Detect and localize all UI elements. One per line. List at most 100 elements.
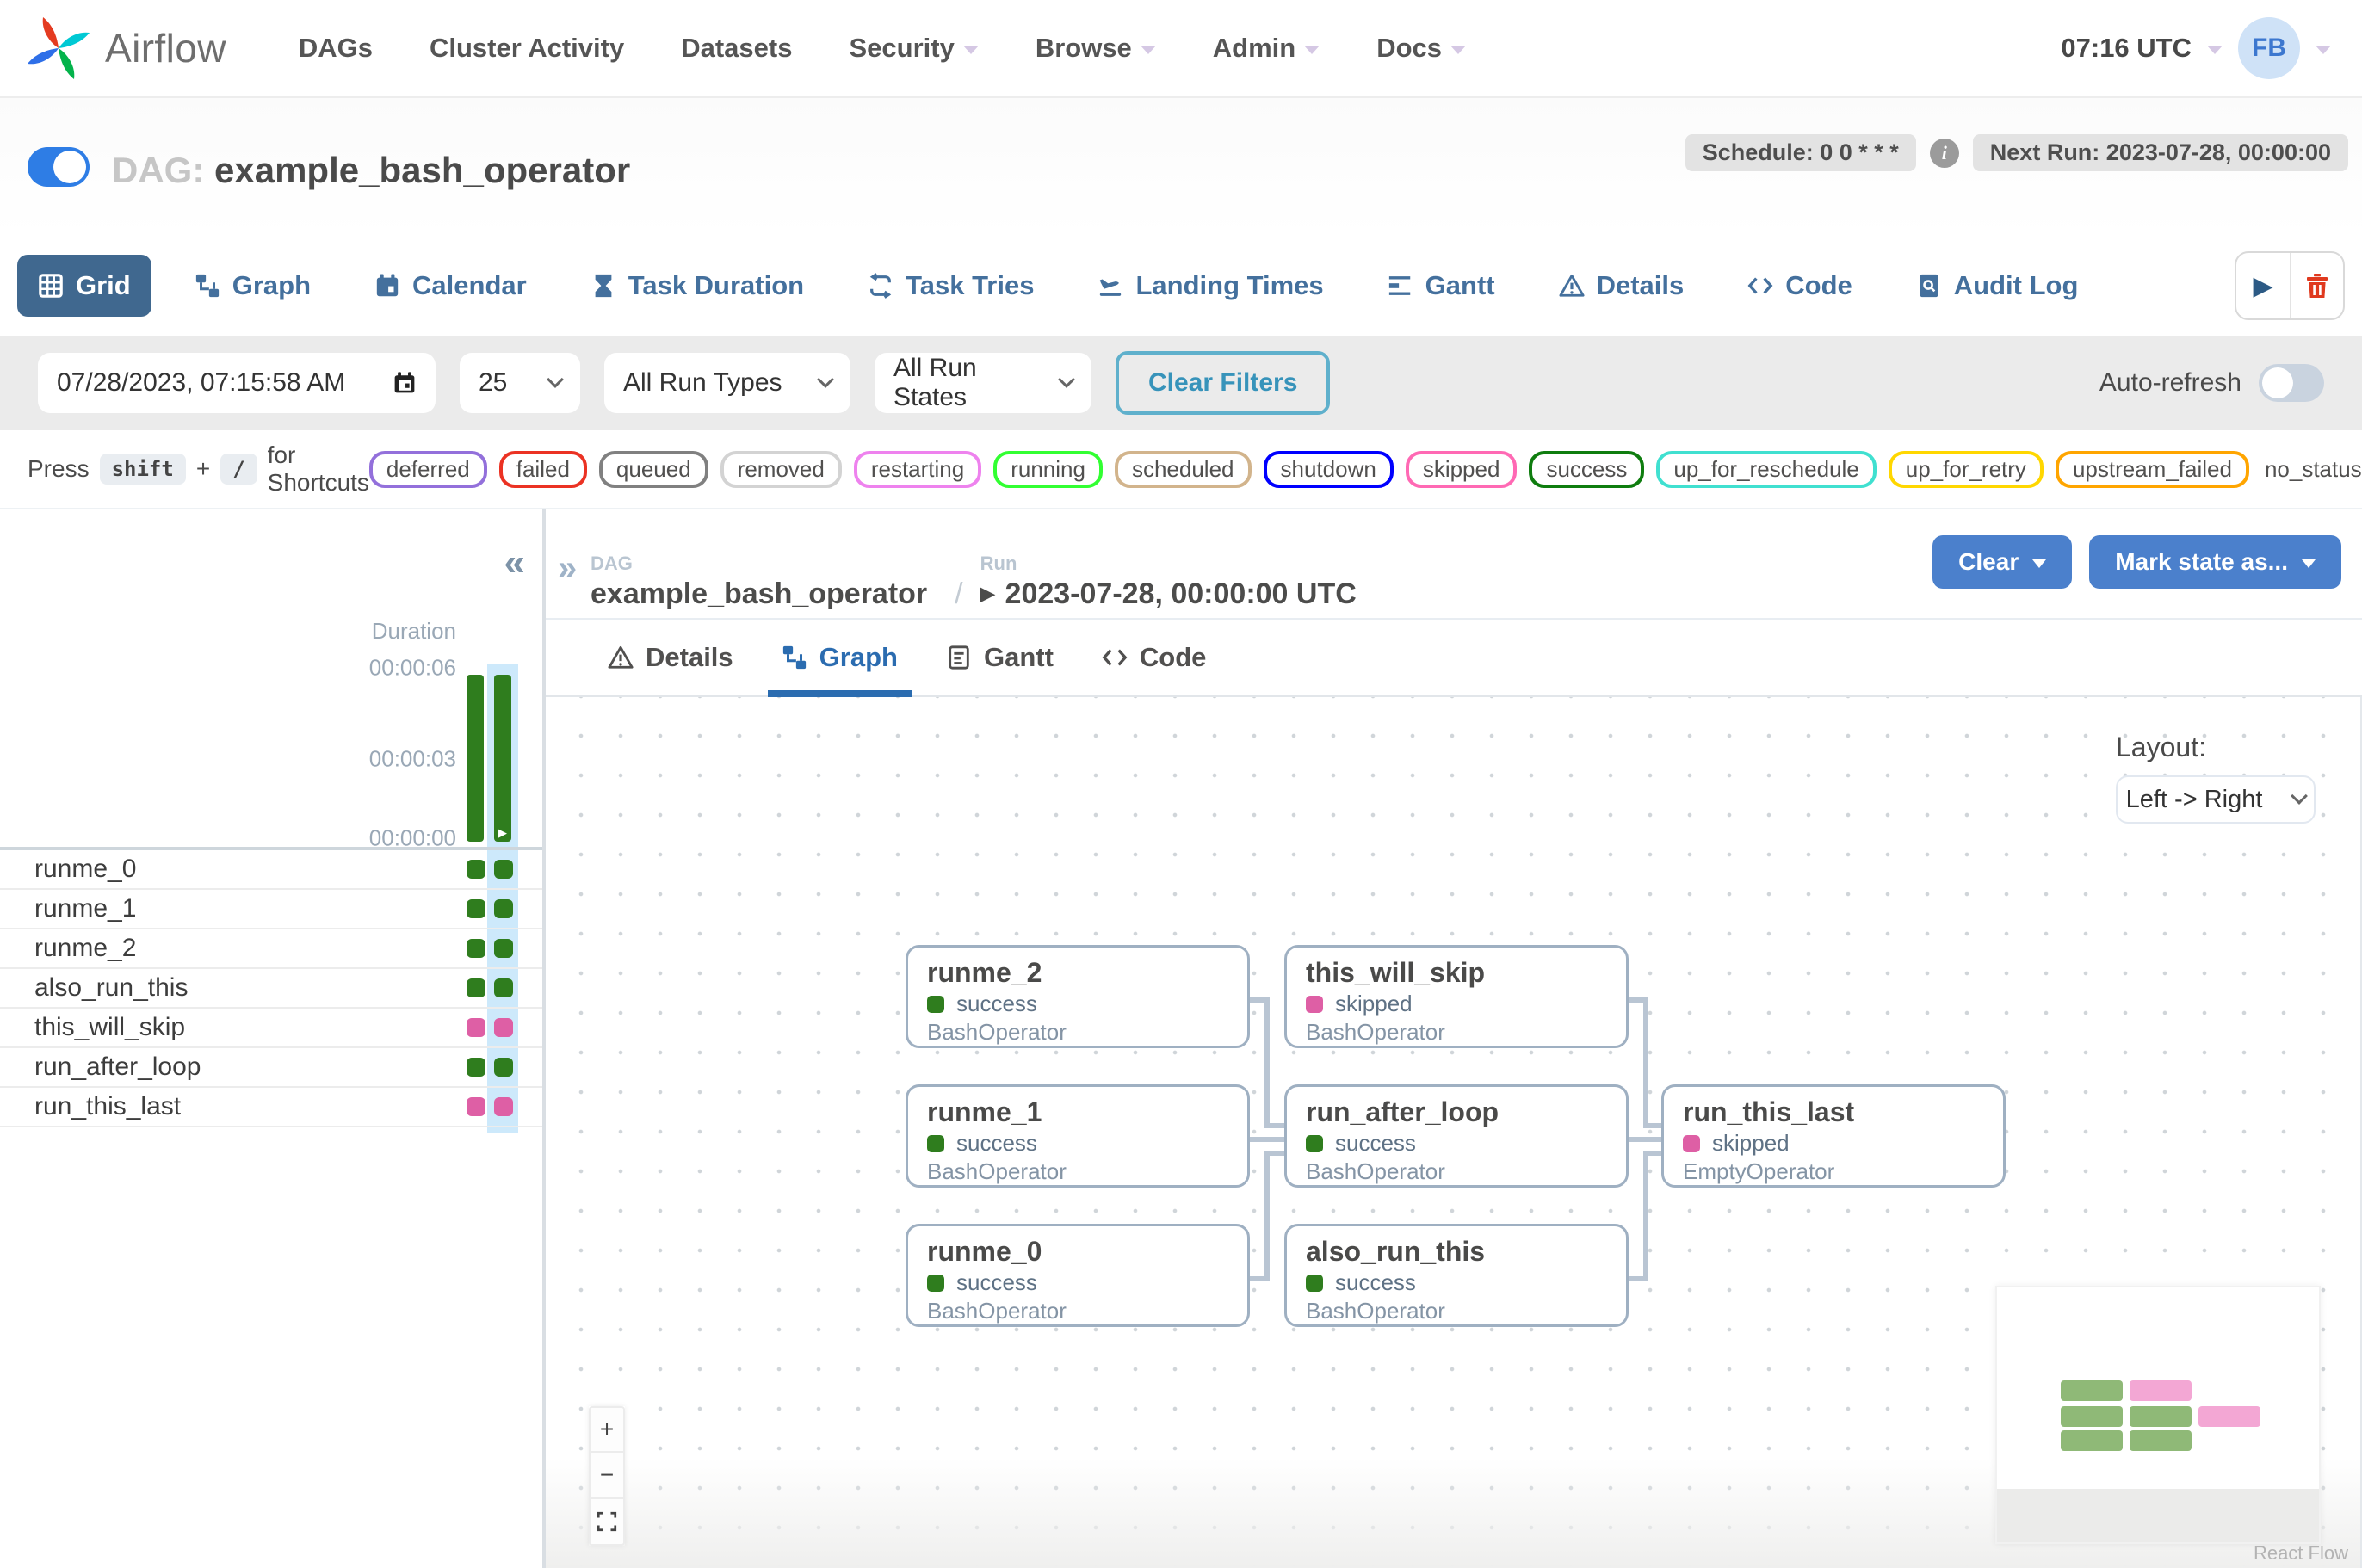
tab-graph[interactable]: Graph (174, 255, 331, 317)
task-row-runme-2[interactable]: runme_2 (0, 929, 542, 969)
clear-filters-button[interactable]: Clear Filters (1116, 351, 1331, 415)
avatar[interactable]: FB (2238, 17, 2300, 79)
task-instance-success[interactable] (467, 978, 485, 997)
task-name: run_this_last (34, 1092, 182, 1120)
task-instance-success[interactable] (467, 939, 485, 958)
graph-canvas[interactable]: runme_2 success BashOperator this_will_s… (546, 697, 2362, 1568)
graph-node-runme-1[interactable]: runme_1 success BashOperator (906, 1084, 1250, 1188)
mark-state-button[interactable]: Mark state as... (2089, 535, 2341, 589)
trigger-dag-button[interactable]: ▶ (2236, 253, 2290, 318)
tab-code[interactable]: Code (1727, 255, 1873, 317)
react-flow-attribution[interactable]: React Flow (2253, 1542, 2348, 1564)
breadcrumb-run-value[interactable]: ▶ 2023-07-28, 00:00:00 UTC (980, 575, 1357, 613)
task-row-also-run-this[interactable]: also_run_this (0, 969, 542, 1009)
fit-view-button[interactable] (589, 1499, 625, 1546)
nav-item-label: Docs (1376, 33, 1443, 63)
dag-run-bar[interactable] (494, 675, 511, 842)
nav-item-dags[interactable]: DAGs (299, 33, 373, 64)
tab-task-duration[interactable]: Task Duration (570, 255, 825, 317)
tab-label: Gantt (1425, 270, 1495, 300)
clear-button[interactable]: Clear (1932, 535, 2073, 589)
subtab-label: Gantt (983, 642, 1054, 672)
breadcrumb-dag-value[interactable]: example_bash_operator / (590, 575, 980, 613)
dag-pause-toggle[interactable] (28, 147, 90, 187)
status-square (927, 1274, 944, 1292)
task-instance-skipped[interactable] (467, 1018, 485, 1037)
task-instance-success[interactable] (494, 899, 513, 918)
minimap-node (2198, 1406, 2260, 1427)
auto-refresh-toggle[interactable] (2259, 364, 2324, 402)
breadcrumb-dag-label: DAG (590, 553, 633, 574)
tab-details[interactable]: Details (1538, 255, 1705, 317)
airflow-brand[interactable]: Airflow (24, 14, 226, 83)
nav-item-label: Security (849, 33, 955, 63)
task-instance-skipped[interactable] (467, 1097, 485, 1116)
task-row-this-will-skip[interactable]: this_will_skip (0, 1009, 542, 1048)
nav-item-browse[interactable]: Browse (1036, 33, 1156, 64)
collapse-panel-icon[interactable]: « (504, 541, 525, 583)
task-instance-success[interactable] (467, 1058, 485, 1077)
caret-down-icon (2207, 46, 2223, 54)
graph-node-this-will-skip[interactable]: this_will_skip skipped BashOperator (1284, 945, 1629, 1048)
zoom-out-button[interactable]: − (589, 1453, 625, 1499)
task-row-runme-1[interactable]: runme_1 (0, 890, 542, 929)
tab-task-tries[interactable]: Task Tries (847, 255, 1054, 317)
subtab-details[interactable]: Details (584, 620, 757, 695)
info-icon[interactable]: i (1929, 138, 1959, 168)
layout-select[interactable]: Left -> Right (2116, 775, 2316, 824)
task-row-run-after-loop[interactable]: run_after_loop (0, 1048, 542, 1088)
graph-node-runme-0[interactable]: runme_0 success BashOperator (906, 1224, 1250, 1327)
graph-node-status: success (956, 1269, 1037, 1295)
task-instance-success[interactable] (467, 860, 485, 879)
legend-deferred: deferred (368, 450, 487, 488)
clock[interactable]: 07:16 UTC (2061, 33, 2192, 63)
run-types-select[interactable]: All Run Types (604, 353, 850, 413)
nav-item-docs[interactable]: Docs (1376, 33, 1467, 64)
tab-audit-log[interactable]: Audit Log (1895, 255, 2099, 317)
repeat-icon (868, 273, 893, 299)
nav-item-admin[interactable]: Admin (1213, 33, 1320, 64)
run-states-value: All Run States (893, 354, 977, 411)
zoom-in-button[interactable]: + (589, 1406, 625, 1453)
nav-item-datasets[interactable]: Datasets (681, 33, 792, 64)
subtab-graph[interactable]: Graph (757, 620, 922, 697)
task-row-runme-0[interactable]: runme_0 (0, 850, 542, 890)
legendbar: Press shift + / for Shortcuts deferred f… (0, 430, 2362, 509)
task-instance-skipped[interactable] (494, 1097, 513, 1116)
graph-node-run-this-last[interactable]: run_this_last skipped EmptyOperator (1661, 1084, 2006, 1188)
nav-item-label: Browse (1035, 33, 1132, 63)
task-instance-success[interactable] (494, 978, 513, 997)
minimap[interactable] (1995, 1286, 2321, 1544)
task-instance-skipped[interactable] (494, 1018, 513, 1037)
graph-node-runme-2[interactable]: runme_2 success BashOperator (906, 945, 1250, 1048)
view-tabbar: Grid Graph Calendar Task Duration Task T… (0, 236, 2362, 336)
run-states-select[interactable]: All Run States (875, 353, 1091, 413)
dag-header: DAG: example_bash_operator Schedule: 0 0… (0, 98, 2362, 236)
graph-node-also-run-this[interactable]: also_run_this success BashOperator (1284, 1224, 1629, 1327)
tab-calendar[interactable]: Calendar (354, 255, 547, 317)
task-instance-success[interactable] (494, 939, 513, 958)
nav-item-security[interactable]: Security (849, 33, 979, 64)
date-filter-input[interactable]: 07/28/2023, 07:15:58 AM (38, 353, 436, 413)
task-instance-success[interactable] (467, 899, 485, 918)
task-row-run-this-last[interactable]: run_this_last (0, 1088, 542, 1127)
subtab-gantt[interactable]: Gantt (922, 620, 1078, 695)
expand-panel-icon[interactable]: » (558, 549, 578, 587)
graph-node-status: success (1335, 1269, 1416, 1295)
tab-grid[interactable]: Grid (17, 255, 151, 317)
tab-gantt[interactable]: Gantt (1367, 255, 1516, 317)
dag-run-bar[interactable] (467, 675, 484, 842)
breadcrumb-separator: / (955, 577, 963, 610)
auto-refresh-label: Auto-refresh (2099, 368, 2241, 397)
chevron-down-icon (817, 371, 834, 388)
subtab-code[interactable]: Code (1078, 620, 1231, 695)
graph-node-run-after-loop[interactable]: run_after_loop success BashOperator (1284, 1084, 1629, 1188)
task-instance-success[interactable] (494, 860, 513, 879)
task-instance-success[interactable] (494, 1058, 513, 1077)
panel-divider[interactable] (542, 509, 546, 1568)
delete-dag-button[interactable] (2290, 253, 2343, 318)
page-size-select[interactable]: 25 (460, 353, 580, 413)
tab-landing-times[interactable]: Landing Times (1077, 255, 1344, 317)
caret-down-icon (2302, 559, 2316, 568)
nav-item-cluster-activity[interactable]: Cluster Activity (430, 33, 624, 64)
